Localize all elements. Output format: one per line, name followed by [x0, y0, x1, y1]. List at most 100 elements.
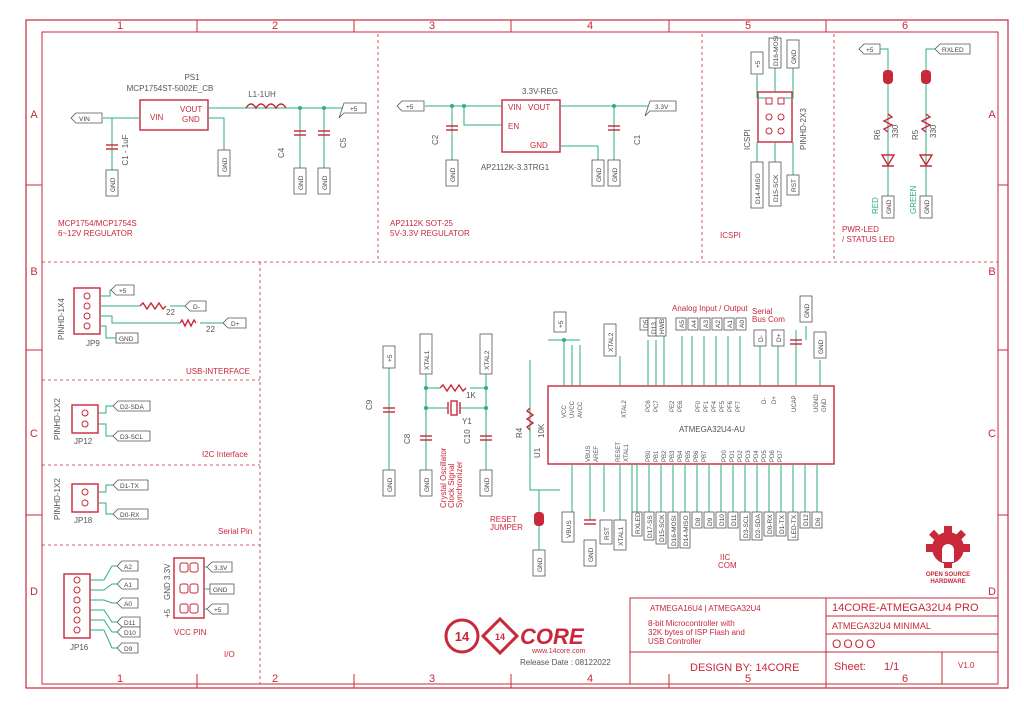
- gnd-text: GND: [222, 157, 229, 172]
- section-dividers: [42, 34, 998, 684]
- xtal2-flag-text: XTAL2: [608, 332, 615, 352]
- jp18-body: [71, 483, 99, 513]
- pin-flag: [735, 317, 747, 331]
- crystal-note: Crystal Oscillator: [439, 447, 448, 508]
- svg-text:PD5: PD5: [762, 450, 768, 462]
- gnd-text: GND: [804, 303, 811, 318]
- dp-flag-text: D+: [231, 321, 240, 328]
- svg-text:PC6: PC6: [646, 400, 652, 412]
- icspi-value: PINHD-2X3: [799, 108, 808, 150]
- ps1-value: MCP1754ST-5002E_CB: [127, 84, 214, 93]
- p5-flag: [553, 311, 567, 333]
- v33-flag: [206, 561, 233, 573]
- analog-note: Analog Input / Output: [672, 304, 748, 313]
- svg-text:PD2: PD2: [738, 450, 744, 462]
- p5-flag-text: +5: [406, 104, 414, 111]
- p5-flag-text: +5: [350, 106, 358, 113]
- serial-pins: D1-TX D0-RX PINHD-1X2 JP18 Serial Pin: [53, 478, 252, 536]
- col-label: 3: [429, 673, 435, 685]
- p5-flag-text: +5: [558, 320, 565, 328]
- c9-label: C9: [365, 399, 374, 410]
- mcp1754-regulator: PS1 MCP1754ST-5002E_CB VIN VOUT GND L1-1…: [58, 73, 367, 238]
- r1k-label: 1K: [466, 391, 476, 400]
- reset-jumper: [534, 512, 544, 526]
- svg-text:VOUT: VOUT: [180, 105, 202, 114]
- svg-text:PD0: PD0: [722, 450, 728, 462]
- icspi-net: [768, 161, 782, 207]
- mcp-section-sub: 6~12V REGULATOR: [58, 229, 133, 238]
- row-label: A: [988, 109, 996, 121]
- gnd-flag: [591, 159, 605, 187]
- i2c-section-title: I2C Interface: [202, 450, 248, 459]
- svg-text:GND: GND: [530, 141, 548, 150]
- col-label: 5: [745, 673, 751, 685]
- v33-flag-text: 3.3V: [214, 565, 228, 572]
- dp-flag-text: D+: [776, 333, 783, 342]
- col-label: 4: [587, 673, 593, 685]
- gnd-flag: [799, 295, 813, 323]
- pin-flag: [775, 511, 787, 537]
- c10-label: C10: [463, 429, 472, 444]
- p5-flag-text: +5: [387, 354, 394, 362]
- svg-text:PD7: PD7: [778, 450, 784, 462]
- io-flag-text: D11: [124, 620, 136, 627]
- gnd-flag: [479, 469, 493, 497]
- jp18-ref: JP18: [74, 516, 93, 525]
- pin-flag-text: D11: [731, 514, 738, 526]
- usb-resistor: [179, 318, 197, 328]
- gnd-flag: [209, 583, 235, 595]
- sheet-label: Sheet:: [834, 661, 866, 673]
- pin-flag-text: A3: [703, 320, 710, 328]
- pin-flag: [763, 511, 775, 537]
- pin-flag: [715, 511, 727, 529]
- serial-bus-note: Bus Com: [752, 315, 785, 324]
- pin-flag-text: D6: [815, 517, 822, 526]
- xtal2-flag: [603, 323, 617, 357]
- p5-flag: [396, 100, 425, 112]
- r5-value: 330: [929, 124, 938, 138]
- p5-flag: [338, 102, 367, 119]
- pin-flag-text: D10: [719, 514, 726, 526]
- gnd-flag: [813, 331, 827, 359]
- svg-text:RESET: RESET: [616, 442, 622, 462]
- reg2-name: 3.3V-REG: [522, 87, 558, 96]
- led-section-sub: / STATUS LED: [842, 235, 895, 244]
- pin-flag-text: D16-MOSI: [671, 515, 678, 546]
- c4-label: C4: [277, 147, 286, 158]
- gnd-text: GND: [424, 477, 431, 492]
- vcc-pin-title: VCC PIN: [174, 628, 207, 637]
- svg-text:UCAP: UCAP: [792, 395, 798, 412]
- scl-flag-text: D3-SCL: [120, 434, 144, 441]
- io-section-title: I/O: [224, 650, 235, 659]
- gnd-flag: [293, 167, 307, 195]
- mcu-line: ATMEGA16U4 | ATMEGA32U4: [650, 604, 761, 613]
- svg-text:PE6: PE6: [678, 400, 684, 412]
- y1-crystal: [447, 400, 461, 416]
- svg-text:D-: D-: [762, 398, 768, 404]
- svg-text:PF1: PF1: [704, 400, 710, 412]
- pin-flag: [687, 317, 699, 331]
- vin-flag: [70, 112, 103, 124]
- svg-text:+5: +5: [163, 608, 172, 618]
- io-flag: [116, 560, 139, 572]
- pin-flag-text: D14-MISO: [683, 515, 690, 546]
- jp18-value: PINHD-1X2: [53, 478, 62, 520]
- i2c-interface: D2-SDA D3-SCL PINHD-1X2 JP12 I2C Interfa…: [53, 398, 248, 459]
- gnd-text: GND: [818, 339, 825, 354]
- xtal2-flag-text: XTAL2: [484, 350, 491, 370]
- pin-flag-text: D5: [643, 319, 650, 328]
- icspi-net-text: RST: [791, 179, 798, 192]
- svg-text:AVCC: AVCC: [578, 401, 584, 418]
- title-circles: OOOO: [832, 637, 877, 651]
- pin-flag: [799, 511, 811, 529]
- serial-section-title: Serial Pin: [218, 527, 252, 536]
- gnd-flag: [115, 332, 139, 344]
- tx-flag-text: D1-TX: [120, 483, 139, 490]
- p5-flag: [858, 43, 881, 55]
- row-label: D: [988, 586, 996, 598]
- vbus-flag-text: VBUS: [566, 520, 573, 538]
- io-flag: [116, 578, 139, 590]
- pin-flag-text: D17-SS: [647, 515, 654, 538]
- io-flag: [116, 642, 139, 654]
- ps1-ref: PS1: [184, 73, 200, 82]
